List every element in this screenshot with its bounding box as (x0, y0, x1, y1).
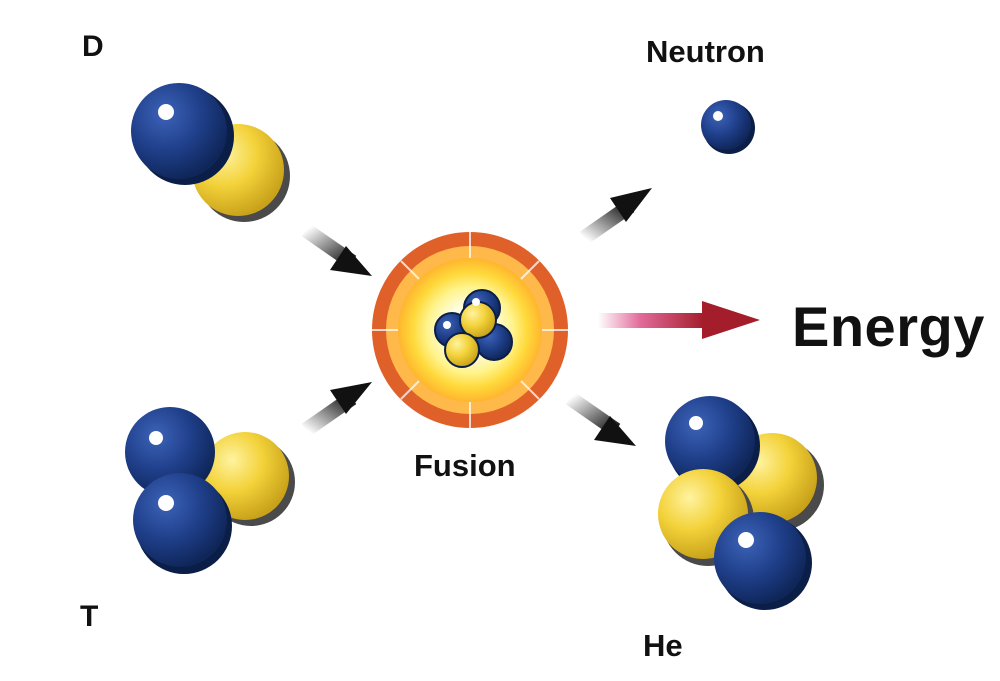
neutron (131, 83, 227, 179)
arrow-fusion-to-neutron (579, 188, 652, 245)
fused-nucleus (434, 289, 513, 368)
burst-rays (372, 232, 568, 428)
neutron-label: Neutron (646, 34, 765, 69)
arrow-deuterium-to-fusion (301, 223, 372, 276)
highlight (158, 104, 174, 120)
arrow-tritium-to-fusion (301, 382, 372, 437)
highlight (149, 431, 163, 445)
free-neutron (701, 100, 755, 154)
energy-label: Energy (792, 295, 985, 358)
helium-label: He (643, 628, 683, 663)
highlight (158, 495, 174, 511)
deuterium-nucleus (131, 83, 290, 222)
helium-nucleus (658, 396, 824, 610)
tritium-nucleus (125, 407, 295, 574)
neutron (665, 396, 755, 486)
neutron (714, 512, 806, 604)
proton (201, 432, 289, 520)
fusion-label: Fusion (414, 448, 516, 483)
arrow-fusion-to-energy (598, 301, 760, 339)
tritium-label: T (80, 600, 99, 633)
arrow-fusion-to-helium (565, 391, 636, 446)
neutron (133, 473, 227, 567)
fusion-burst (372, 232, 568, 428)
highlight (713, 111, 723, 121)
neutron (125, 407, 215, 497)
deuterium-label: D (82, 30, 104, 63)
